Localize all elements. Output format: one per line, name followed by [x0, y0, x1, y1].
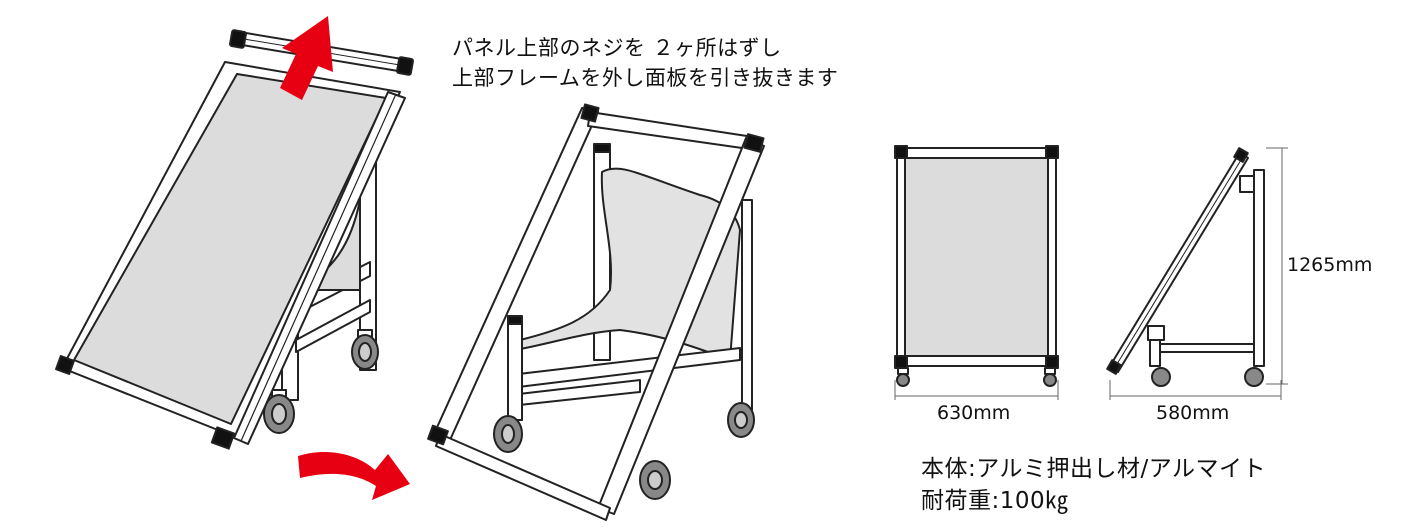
- depth-dimension-line: [1109, 380, 1282, 400]
- load-capacity-spec: 耐荷重:100㎏: [921, 488, 1069, 514]
- depth-label: 580mm: [1156, 402, 1230, 424]
- caster-wheel: [639, 460, 671, 500]
- caster-wheel: [727, 402, 755, 438]
- cart-panel-removal-view: [55, 29, 414, 450]
- caster-wheel: [493, 415, 523, 453]
- side-elevation: [1106, 147, 1265, 387]
- instruction-line-1: パネル上部のネジを ２ヶ所はずし: [452, 36, 782, 60]
- width-label: 630mm: [937, 402, 1011, 424]
- corner-cap: [743, 133, 765, 153]
- instruction-line-2: 上部フレームを外し面板を引き抜きます: [452, 66, 839, 90]
- corner-cap: [210, 426, 236, 450]
- caster-wheel: [263, 389, 295, 434]
- corner-cap: [580, 103, 600, 123]
- lift-up-arrow: [280, 16, 333, 100]
- corner-cap: [55, 355, 75, 375]
- cart-open-frame-view: [427, 103, 765, 521]
- height-dimension-line: [1266, 147, 1288, 385]
- front-elevation: [894, 145, 1059, 387]
- material-spec: 本体:アルミ押出し材/アルマイト: [921, 456, 1267, 482]
- height-label: 1265mm: [1287, 254, 1373, 276]
- slide-out-arrow: [298, 451, 410, 500]
- caster-wheel: [351, 329, 379, 370]
- corner-cap: [427, 424, 449, 446]
- width-dimension-line: [894, 380, 1059, 400]
